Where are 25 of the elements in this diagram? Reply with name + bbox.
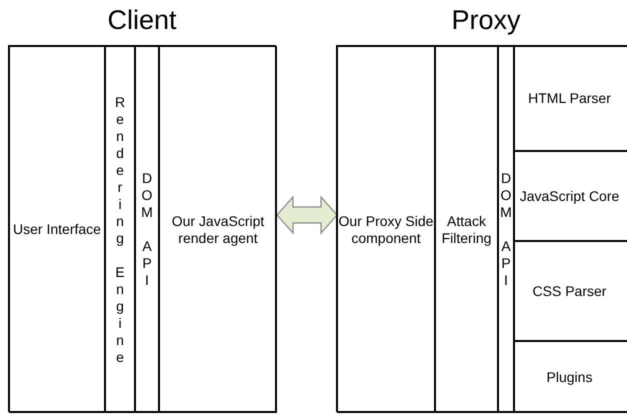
layer-label: Attack Filtering	[440, 212, 492, 246]
module-box	[514, 341, 627, 413]
layer-label: CSS Parser	[532, 282, 606, 300]
layer-column	[159, 46, 277, 413]
layer-column	[337, 46, 435, 413]
layer-column	[9, 46, 105, 413]
panel-title: Proxy	[450, 4, 522, 36]
layer-label: Our JavaScript render agent	[170, 212, 266, 246]
module-box	[514, 46, 627, 151]
layer-column	[105, 46, 135, 413]
layer-label: Plugins	[546, 368, 592, 386]
panel-title: Client	[106, 4, 178, 36]
layer-column	[498, 46, 514, 413]
module-box	[514, 241, 627, 341]
double-arrow	[276, 195, 338, 235]
layer-label: HTML Parser	[528, 90, 611, 107]
layer-label: Rendering Engine	[112, 94, 128, 366]
module-box	[514, 151, 627, 241]
layer-column	[135, 46, 159, 413]
layer-label: DOM API	[139, 170, 155, 289]
layer-label: User Interface	[13, 221, 101, 238]
layer-label: JavaScript Core	[520, 188, 620, 204]
layer-label: Our Proxy Side component	[338, 212, 434, 246]
layer-label: DOM API	[498, 170, 514, 289]
layer-column	[435, 46, 498, 413]
